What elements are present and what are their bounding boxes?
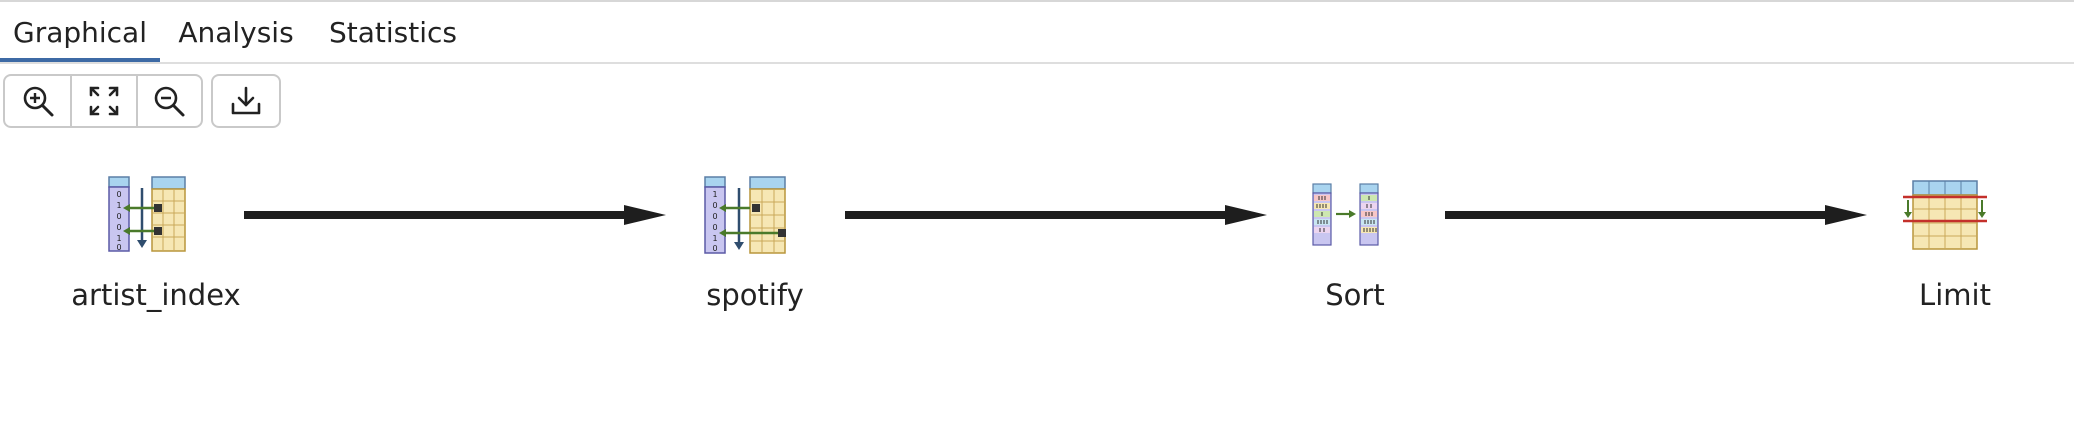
svg-text:0: 0 <box>116 212 121 221</box>
svg-text:1: 1 <box>116 234 121 243</box>
tab-statistics[interactable]: Statistics <box>329 16 457 49</box>
tab-bar: Graphical Analysis Statistics <box>0 2 2074 64</box>
download-button[interactable] <box>213 76 279 126</box>
plan-node-label: Sort <box>1325 278 1385 312</box>
svg-text:0: 0 <box>116 190 121 199</box>
plan-node-sort[interactable] <box>1312 183 1380 252</box>
edge-spotify-to-sort <box>845 205 1267 225</box>
download-toolbar <box>211 74 281 128</box>
tab-analysis[interactable]: Analysis <box>178 16 294 49</box>
tab-graphical[interactable]: Graphical <box>0 2 160 62</box>
index-scan-icon: 010 010 <box>108 176 186 252</box>
svg-text:0: 0 <box>116 243 121 252</box>
plan-node-limit[interactable] <box>1903 180 1987 255</box>
fit-screen-icon <box>89 86 119 116</box>
svg-text:0: 0 <box>116 223 121 232</box>
svg-text:1: 1 <box>712 190 717 199</box>
svg-text:0: 0 <box>712 244 717 253</box>
svg-text:0: 0 <box>712 212 717 221</box>
edge-artist-index-to-spotify <box>244 205 666 225</box>
zoom-out-icon <box>155 86 185 117</box>
svg-text:1: 1 <box>116 201 121 210</box>
top-border <box>0 0 2074 2</box>
zoom-toolbar <box>3 74 203 128</box>
index-scan-icon: 100 010 <box>704 176 786 254</box>
plan-node-label: Limit <box>1919 278 1991 312</box>
sort-icon <box>1312 183 1379 246</box>
svg-text:1: 1 <box>712 234 717 243</box>
limit-icon <box>1903 180 1987 250</box>
svg-text:0: 0 <box>712 223 717 232</box>
plan-node-label: spotify <box>706 278 804 312</box>
edge-sort-to-limit <box>1445 205 1867 225</box>
download-icon <box>231 86 261 115</box>
fit-screen-button[interactable] <box>70 76 135 126</box>
zoom-out-button[interactable] <box>135 76 201 126</box>
plan-node-label: artist_index <box>71 278 241 312</box>
svg-text:0: 0 <box>712 201 717 210</box>
zoom-in-button[interactable] <box>5 76 70 126</box>
zoom-in-icon <box>23 86 54 117</box>
